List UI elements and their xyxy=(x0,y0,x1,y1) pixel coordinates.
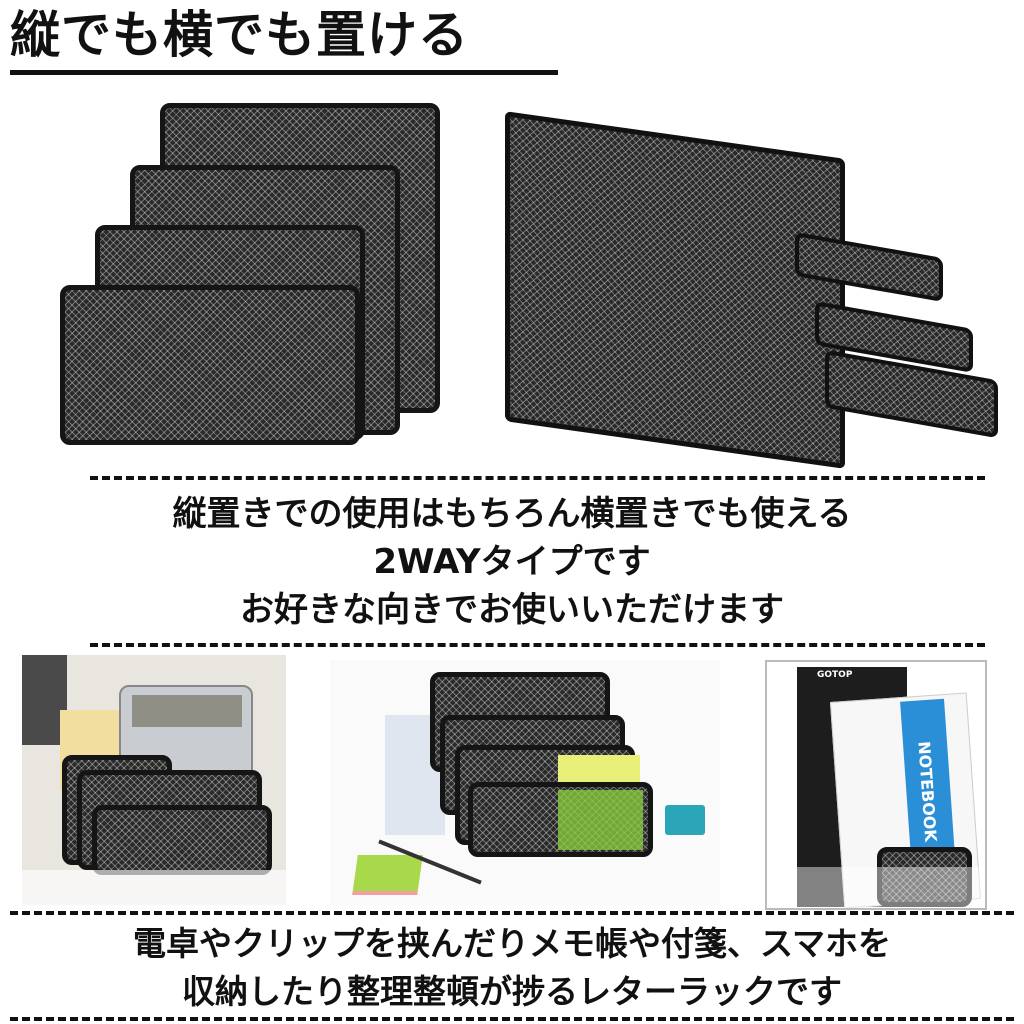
calculator-usage-photo xyxy=(22,655,286,905)
book-brand: GOTOP xyxy=(817,670,853,680)
divider-dashed xyxy=(10,1017,1014,1021)
caption-line: 2WAYタイプです xyxy=(373,542,651,582)
middle-caption: 縦置きでの使用はもちろん横置きでも使える 2WAYタイプです お好きな向きでお使… xyxy=(0,490,1024,634)
bottom-caption: 電卓やクリップを挟んだりメモ帳や付箋、スマホを 収納したり整理整頓が捗るレターラ… xyxy=(0,920,1024,1016)
caption-line: 電卓やクリップを挟んだりメモ帳や付箋、スマホを xyxy=(132,924,891,963)
divider-dashed xyxy=(90,476,985,480)
horizontal-rack-photo xyxy=(495,111,1005,469)
caption-line: 収納したり整理整頓が捗るレターラックです xyxy=(182,972,842,1011)
caption-line: 縦置きでの使用はもちろん横置きでも使える xyxy=(172,494,852,534)
divider-dashed xyxy=(10,911,1014,915)
divider-dashed xyxy=(90,643,985,647)
title-underline xyxy=(10,70,558,75)
notebook-usage-photo: GOTOP NOTEBOOK xyxy=(765,660,987,910)
documents-usage-photo xyxy=(330,660,720,905)
vertical-rack-photo xyxy=(50,95,450,455)
caption-line: お好きな向きでお使いいただけます xyxy=(240,590,784,630)
page-title: 縦でも横でも置ける xyxy=(10,6,469,64)
